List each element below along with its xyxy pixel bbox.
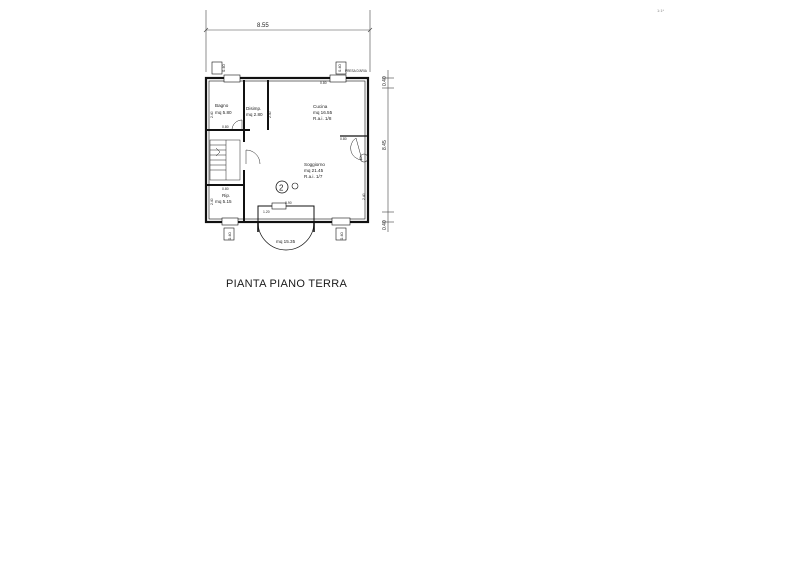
dim-top-right-wall: 0.40 (337, 63, 342, 72)
dimension-width-top: 8.55 (257, 23, 269, 29)
dim-top-left-wall: 0.40 (221, 63, 226, 72)
entrance-portico (257, 202, 315, 251)
opening-w2: 0.80 (222, 187, 229, 191)
opening-h2: 2.40 (210, 198, 214, 205)
dim-bottom-left-wall: 0.40 (227, 231, 232, 240)
room-cucina-name: Cucina (313, 104, 328, 109)
pillar-circle (291, 182, 299, 190)
room-disimp-name: Disimp. (246, 106, 261, 111)
room-cucina-area: mq 16.55 (313, 110, 333, 115)
room-soggiorno-name: Soggiorno (304, 162, 325, 167)
room-bagno-area: mq 5.80 (215, 110, 232, 115)
plan-caption: PIANTA PIANO TERRA (226, 278, 348, 290)
dimension-right-top: 0.40 (382, 76, 388, 86)
scale-mark: 1:1* (657, 8, 665, 13)
opening-h4: 2.40 (362, 193, 366, 200)
room-bagno-name: Bagno (215, 103, 229, 108)
room-marker-circle (275, 180, 289, 194)
room-soggiorno-ratio: R.a.i. 1/7 (304, 174, 323, 179)
right-dimension (382, 70, 394, 232)
dimension-right-bottom: 0.40 (382, 220, 388, 230)
opening-w1: 0.80 (222, 125, 229, 129)
room-cucina-ratio: R.a.i. 1/8 (313, 116, 332, 121)
room-marker-number: 2 (279, 184, 284, 193)
dim-bottom-right-wall: 0.40 (339, 231, 344, 240)
opening-h1: 2.40 (210, 111, 214, 118)
column-circle (359, 153, 369, 163)
bottom-wall-openings (221, 217, 351, 241)
top-wall-openings (211, 61, 347, 83)
opening-w6: 1.20 (263, 210, 270, 214)
staircase (209, 139, 241, 181)
presa-aria-label: PRESA D'ARIA (345, 69, 368, 73)
opening-h3: 2.40 (268, 111, 272, 118)
interior-walls (206, 80, 368, 222)
dimension-right-mid: 8.45 (382, 140, 388, 150)
room-disimp-area: mq 2.80 (246, 112, 263, 117)
room-rip-name: Rip. (222, 193, 230, 198)
room-portico-area: mq 15.35 (276, 239, 296, 244)
top-dimension (203, 10, 373, 72)
room-soggiorno-area: mq 21.45 (304, 168, 324, 173)
opening-w5: 0.90 (285, 201, 292, 205)
room-rip-area: mq 5.15 (215, 199, 232, 204)
opening-w4: 0.80 (340, 137, 347, 141)
door-swings (231, 119, 363, 165)
opening-w3: 0.80 (320, 81, 327, 85)
